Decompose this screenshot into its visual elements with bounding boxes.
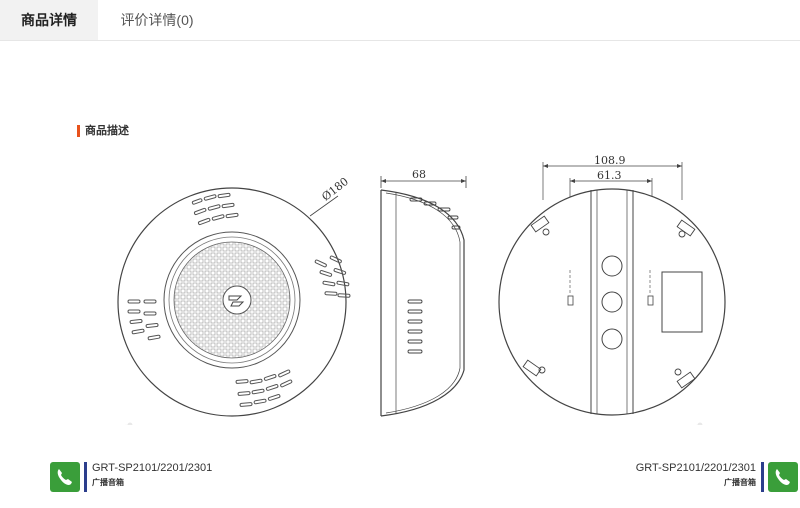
- brand-block-right: GRT-SP2101/2201/2301 广播音箱: [600, 462, 800, 496]
- rear-inner-label: 61.3: [597, 169, 622, 182]
- brand-logo: [768, 462, 798, 492]
- side-depth-label: 68: [412, 168, 426, 181]
- phone-icon: [775, 469, 790, 485]
- brand-model: GRT-SP2101/2201/2301: [92, 462, 213, 474]
- rear-view: 108.9 61.3: [498, 154, 726, 416]
- product-technical-drawing: Ø180 68: [117, 154, 726, 425]
- brand-block-left: GRT-SP2101/2201/2301 广播音箱: [50, 462, 250, 496]
- decorative-network-graphic: [124, 422, 703, 425]
- section-title-text: 商品描述: [85, 125, 129, 137]
- brand-category: 广播音箱: [724, 478, 756, 487]
- front-diameter-label: Ø180: [319, 175, 351, 204]
- rear-outer-label: 108.9: [594, 154, 626, 167]
- tab-product-details[interactable]: 商品详情: [0, 0, 98, 40]
- brand-logo: [50, 462, 80, 492]
- tab-reviews[interactable]: 评价详情(0): [120, 12, 194, 28]
- section-title: 商品描述: [77, 124, 129, 138]
- section-accent-bar: [77, 125, 80, 137]
- tab-bar: 商品详情 评价详情(0): [0, 0, 800, 41]
- brand-stripe: [84, 462, 87, 492]
- front-view: Ø180: [117, 175, 351, 417]
- brand-model: GRT-SP2101/2201/2301: [635, 462, 756, 474]
- brand-category: 广播音箱: [92, 478, 124, 487]
- brand-stripe: [761, 462, 764, 492]
- side-view: 68: [380, 168, 467, 417]
- phone-icon: [57, 469, 72, 485]
